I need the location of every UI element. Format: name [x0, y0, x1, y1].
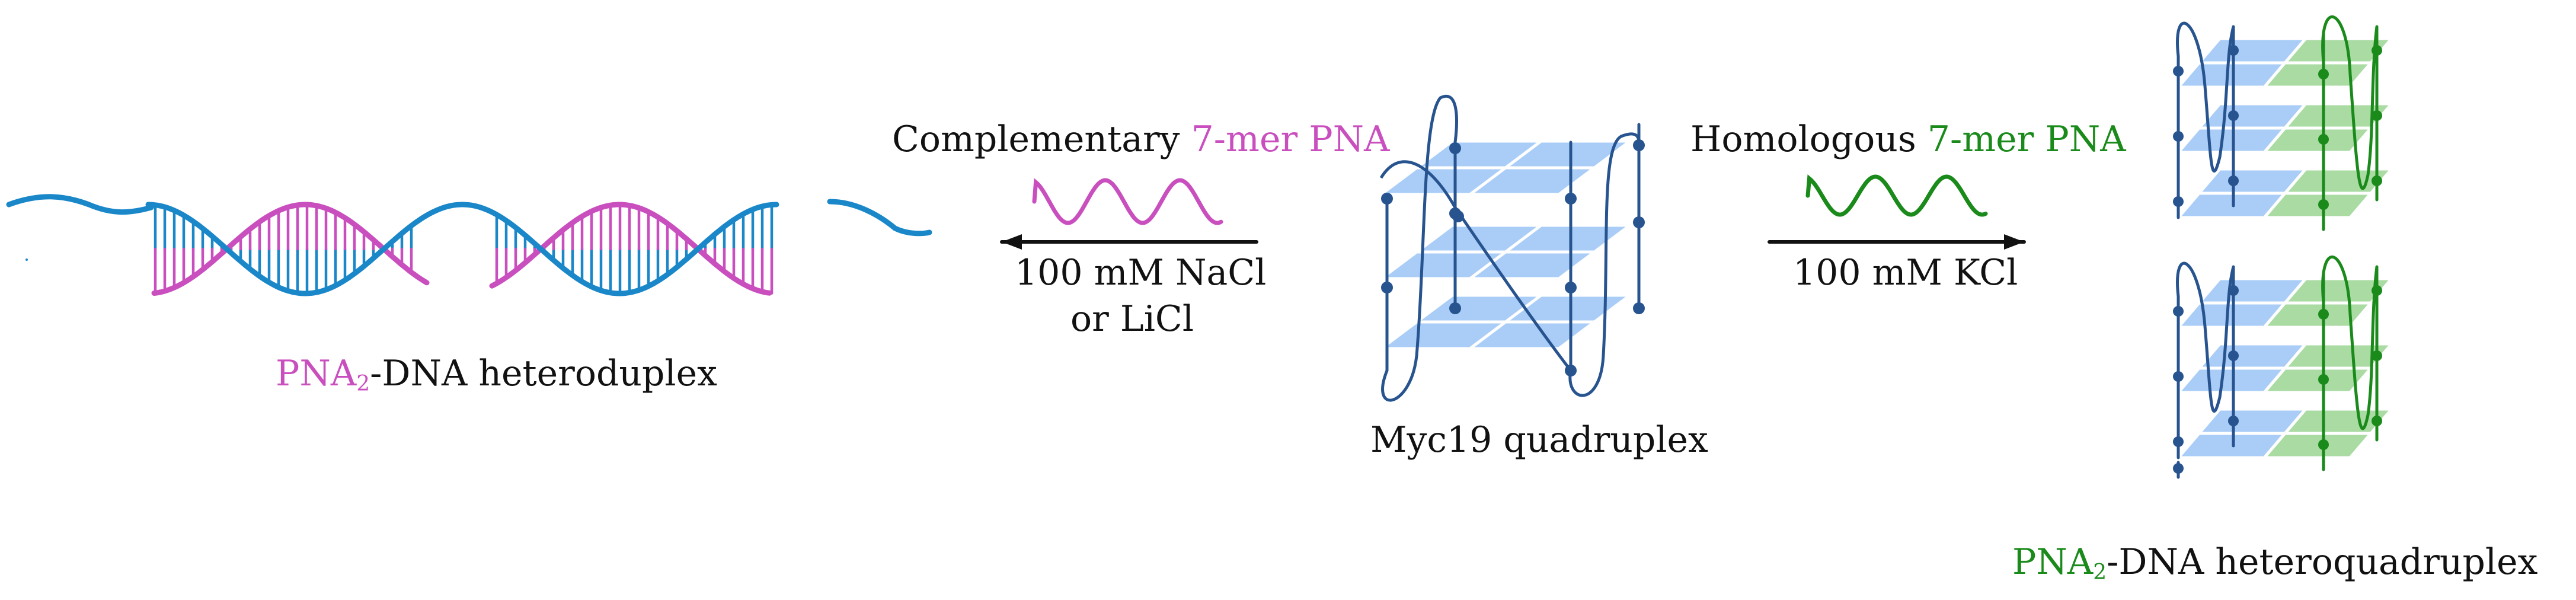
strand-node — [1565, 193, 1577, 205]
heteroquadruplex-label-subscript: 2 — [2093, 560, 2107, 585]
strand-node — [2318, 199, 2329, 210]
dna-tail-right — [827, 199, 932, 237]
strand-node — [2173, 131, 2184, 142]
myc19-label: Myc19 quadruplex — [1370, 419, 1708, 461]
pna-wave — [1805, 174, 1988, 217]
strand-node — [2228, 350, 2239, 361]
complementary-pna-strand-icon — [1032, 178, 1223, 225]
strand-node — [2318, 69, 2329, 79]
strand-node — [2372, 175, 2382, 186]
strand-node — [2372, 350, 2382, 361]
strand-node — [1449, 142, 1461, 154]
dna-loop — [2176, 21, 2235, 173]
strand-node — [2372, 45, 2382, 56]
dna-tail-left — [6, 194, 154, 215]
strand-node — [2173, 463, 2184, 474]
heteroduplex-label-pna: PNA — [276, 353, 357, 394]
left-arrow-top-label: Complementary 7-mer PNA — [892, 122, 1389, 157]
strand-node — [2228, 110, 2239, 121]
left-arrow-top-black: Complementary — [892, 119, 1191, 160]
heteroquadruplex-label-rest: -DNA heteroquadruplex — [2107, 541, 2538, 583]
right-arrow-top-label: Homologous 7-mer PNA — [1690, 122, 2126, 157]
homologous-pna-strand-icon — [1805, 174, 1988, 217]
strand-node — [1452, 210, 1464, 222]
propeller-loop-left — [1381, 95, 1458, 402]
pna-loop — [2321, 15, 2379, 190]
pna-wave — [1032, 178, 1223, 225]
strand-node — [1633, 302, 1645, 314]
arrow-head — [1002, 234, 1022, 250]
heteroduplex-label-rest: -DNA heteroduplex — [370, 353, 717, 394]
propeller-loop-right — [1568, 132, 1641, 397]
heteroduplex-label-subscript: 2 — [356, 372, 370, 396]
left-arrow-condition-1: 100 mM NaCl — [1015, 252, 1267, 293]
strand-node — [2318, 439, 2329, 450]
strand-node — [2372, 110, 2382, 121]
strand-node — [1381, 193, 1393, 205]
left-arrow-top-colored: 7-mer PNA — [1191, 119, 1390, 160]
pna-backbone-2 — [489, 202, 772, 296]
strand-node — [2173, 436, 2184, 447]
strand-node — [1565, 282, 1577, 293]
left-arrow-condition-2: or LiCl — [1070, 298, 1194, 340]
strand-node — [2228, 45, 2239, 56]
pna-backbone-1 — [151, 202, 430, 296]
strand-node — [2372, 285, 2382, 296]
strand-node — [2228, 285, 2239, 296]
pna-loop — [2321, 255, 2379, 430]
strand-node — [2318, 134, 2329, 145]
strand-node — [2173, 306, 2184, 317]
right-arrow-top-black: Homologous — [1690, 119, 1928, 160]
dna-end-mark — [25, 258, 28, 261]
heteroquadruplex-label: PNA2-DNA heteroquadruplex — [2012, 544, 2537, 583]
strand-node — [1381, 282, 1393, 293]
strand-node — [2228, 416, 2239, 426]
strand-node — [2372, 416, 2382, 426]
right-arrow-condition-1: 100 mM KCl — [1793, 252, 2018, 293]
arrow-head — [2004, 234, 2024, 250]
dna-duplex-icon — [6, 194, 932, 296]
heteroduplex-label: PNA2-DNA heteroduplex — [276, 356, 717, 395]
right-arrow — [1768, 234, 2026, 250]
strand-node — [1449, 302, 1461, 314]
strand-node — [1633, 139, 1645, 151]
dna-loop — [2176, 261, 2235, 413]
strand-node — [2318, 309, 2329, 320]
strand-node — [2173, 196, 2184, 207]
strand-node — [2173, 66, 2184, 76]
dna-backbone — [145, 202, 779, 296]
strand-node — [1633, 216, 1645, 228]
strand-node — [2228, 175, 2239, 186]
strand-node — [2318, 374, 2329, 385]
strand-node — [2173, 371, 2184, 382]
left-arrow — [1000, 234, 1258, 250]
strand-node — [1565, 365, 1577, 376]
heteroquadruplex-label-pna: PNA — [2012, 541, 2094, 583]
g-quadruplex-icon — [1376, 95, 1645, 402]
right-arrow-top-colored: 7-mer PNA — [1927, 119, 2126, 160]
heteroquadruplex-icon — [2173, 15, 2395, 479]
